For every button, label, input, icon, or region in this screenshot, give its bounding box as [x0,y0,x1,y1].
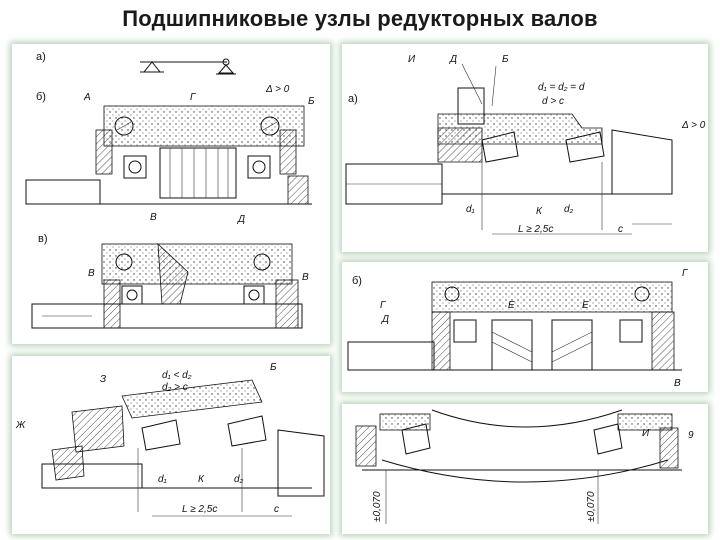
label-V2: В [88,268,95,279]
label-c: c [274,504,279,515]
label-tol-left: ±0,070 [372,491,383,522]
drawing-mid-right: б) Г Д Е Е Г В [347,268,689,389]
label-D: Д [237,214,245,225]
sublabel-b: б) [352,275,362,287]
panel-top-left: а) б) А Г Δ > 0 Б В Д в) [12,44,330,344]
beam-scheme [140,58,236,75]
sublabel-v: в) [38,233,48,245]
label-I: И [642,428,650,439]
sublabel-a: а) [348,93,358,105]
label-A: А [83,92,91,103]
label-G2: Г [682,268,689,279]
label-Z: З [100,374,106,385]
label-K: К [536,206,543,217]
label-delta: Δ > 0 [265,84,290,95]
label-L: L ≥ 2,5c [518,224,553,235]
sublabel-b: б) [36,91,46,103]
drawing-bottom-right: И 9 ±0,070 ±0,070 [355,409,694,524]
panel-bottom-right: И 9 ±0,070 ±0,070 [342,404,708,534]
label-B: Б [502,54,509,65]
label-V: В [674,378,681,389]
drawing-top-right: а) И Д Б d₁ = d₂ = d d > c Δ > 0 d₁ d₂ К… [345,54,706,235]
assembly-b [25,105,312,205]
label-d-equal: d₁ = d₂ = d [538,82,585,93]
label-d2: d₂ [234,474,244,485]
label-V: В [150,212,157,223]
label-d1: d₁ [466,204,475,215]
sublabel-a: а) [36,51,46,63]
label-L: L ≥ 2,5c [182,504,217,515]
label-E: Е [508,300,515,311]
label-K: К [198,474,205,485]
label-c: c [618,224,623,235]
assembly-bevel [41,379,325,517]
drawing-top-left: а) б) А Г Δ > 0 Б В Д в) [25,51,315,329]
panel-mid-right: б) Г Д Е Е Г В [342,262,708,392]
label-tol-right: ±0,070 [586,491,597,522]
assembly-tapered [345,63,673,235]
label-d-gt-c: d > c [542,96,564,107]
label-G: Г [380,300,387,311]
label-B: Б [308,96,315,107]
label-d2: d₂ [564,204,574,215]
assembly-worm [355,409,682,524]
label-d1: d₁ [158,474,167,485]
label-G: Г [190,92,197,103]
label-d1-lt-d2: d₁ < d₂ [162,370,192,381]
label-B: Б [270,362,277,373]
panel-bottom-left: З d₁ < d₂ d₂ > c Б Ж К d₁ d₂ L ≥ 2,5c c [12,356,330,534]
assembly-v [31,243,303,329]
label-Zh: Ж [15,420,26,431]
panel-top-right: а) И Д Б d₁ = d₂ = d d > c Δ > 0 d₁ d₂ К… [342,44,708,252]
label-D: Д [381,314,389,325]
page-title: Подшипниковые узлы редукторных валов [122,6,598,31]
label-E2: Е [582,300,589,311]
label-D: Д [449,54,457,65]
label-d2-gt-c: d₂ > c [162,382,188,393]
label-V3: В [302,272,309,283]
label-9: 9 [688,430,694,441]
drawing-bottom-left: З d₁ < d₂ d₂ > c Б Ж К d₁ d₂ L ≥ 2,5c c [15,362,325,517]
assembly-herringbone [347,281,682,371]
label-I: И [408,54,416,65]
label-delta: Δ > 0 [681,120,706,131]
